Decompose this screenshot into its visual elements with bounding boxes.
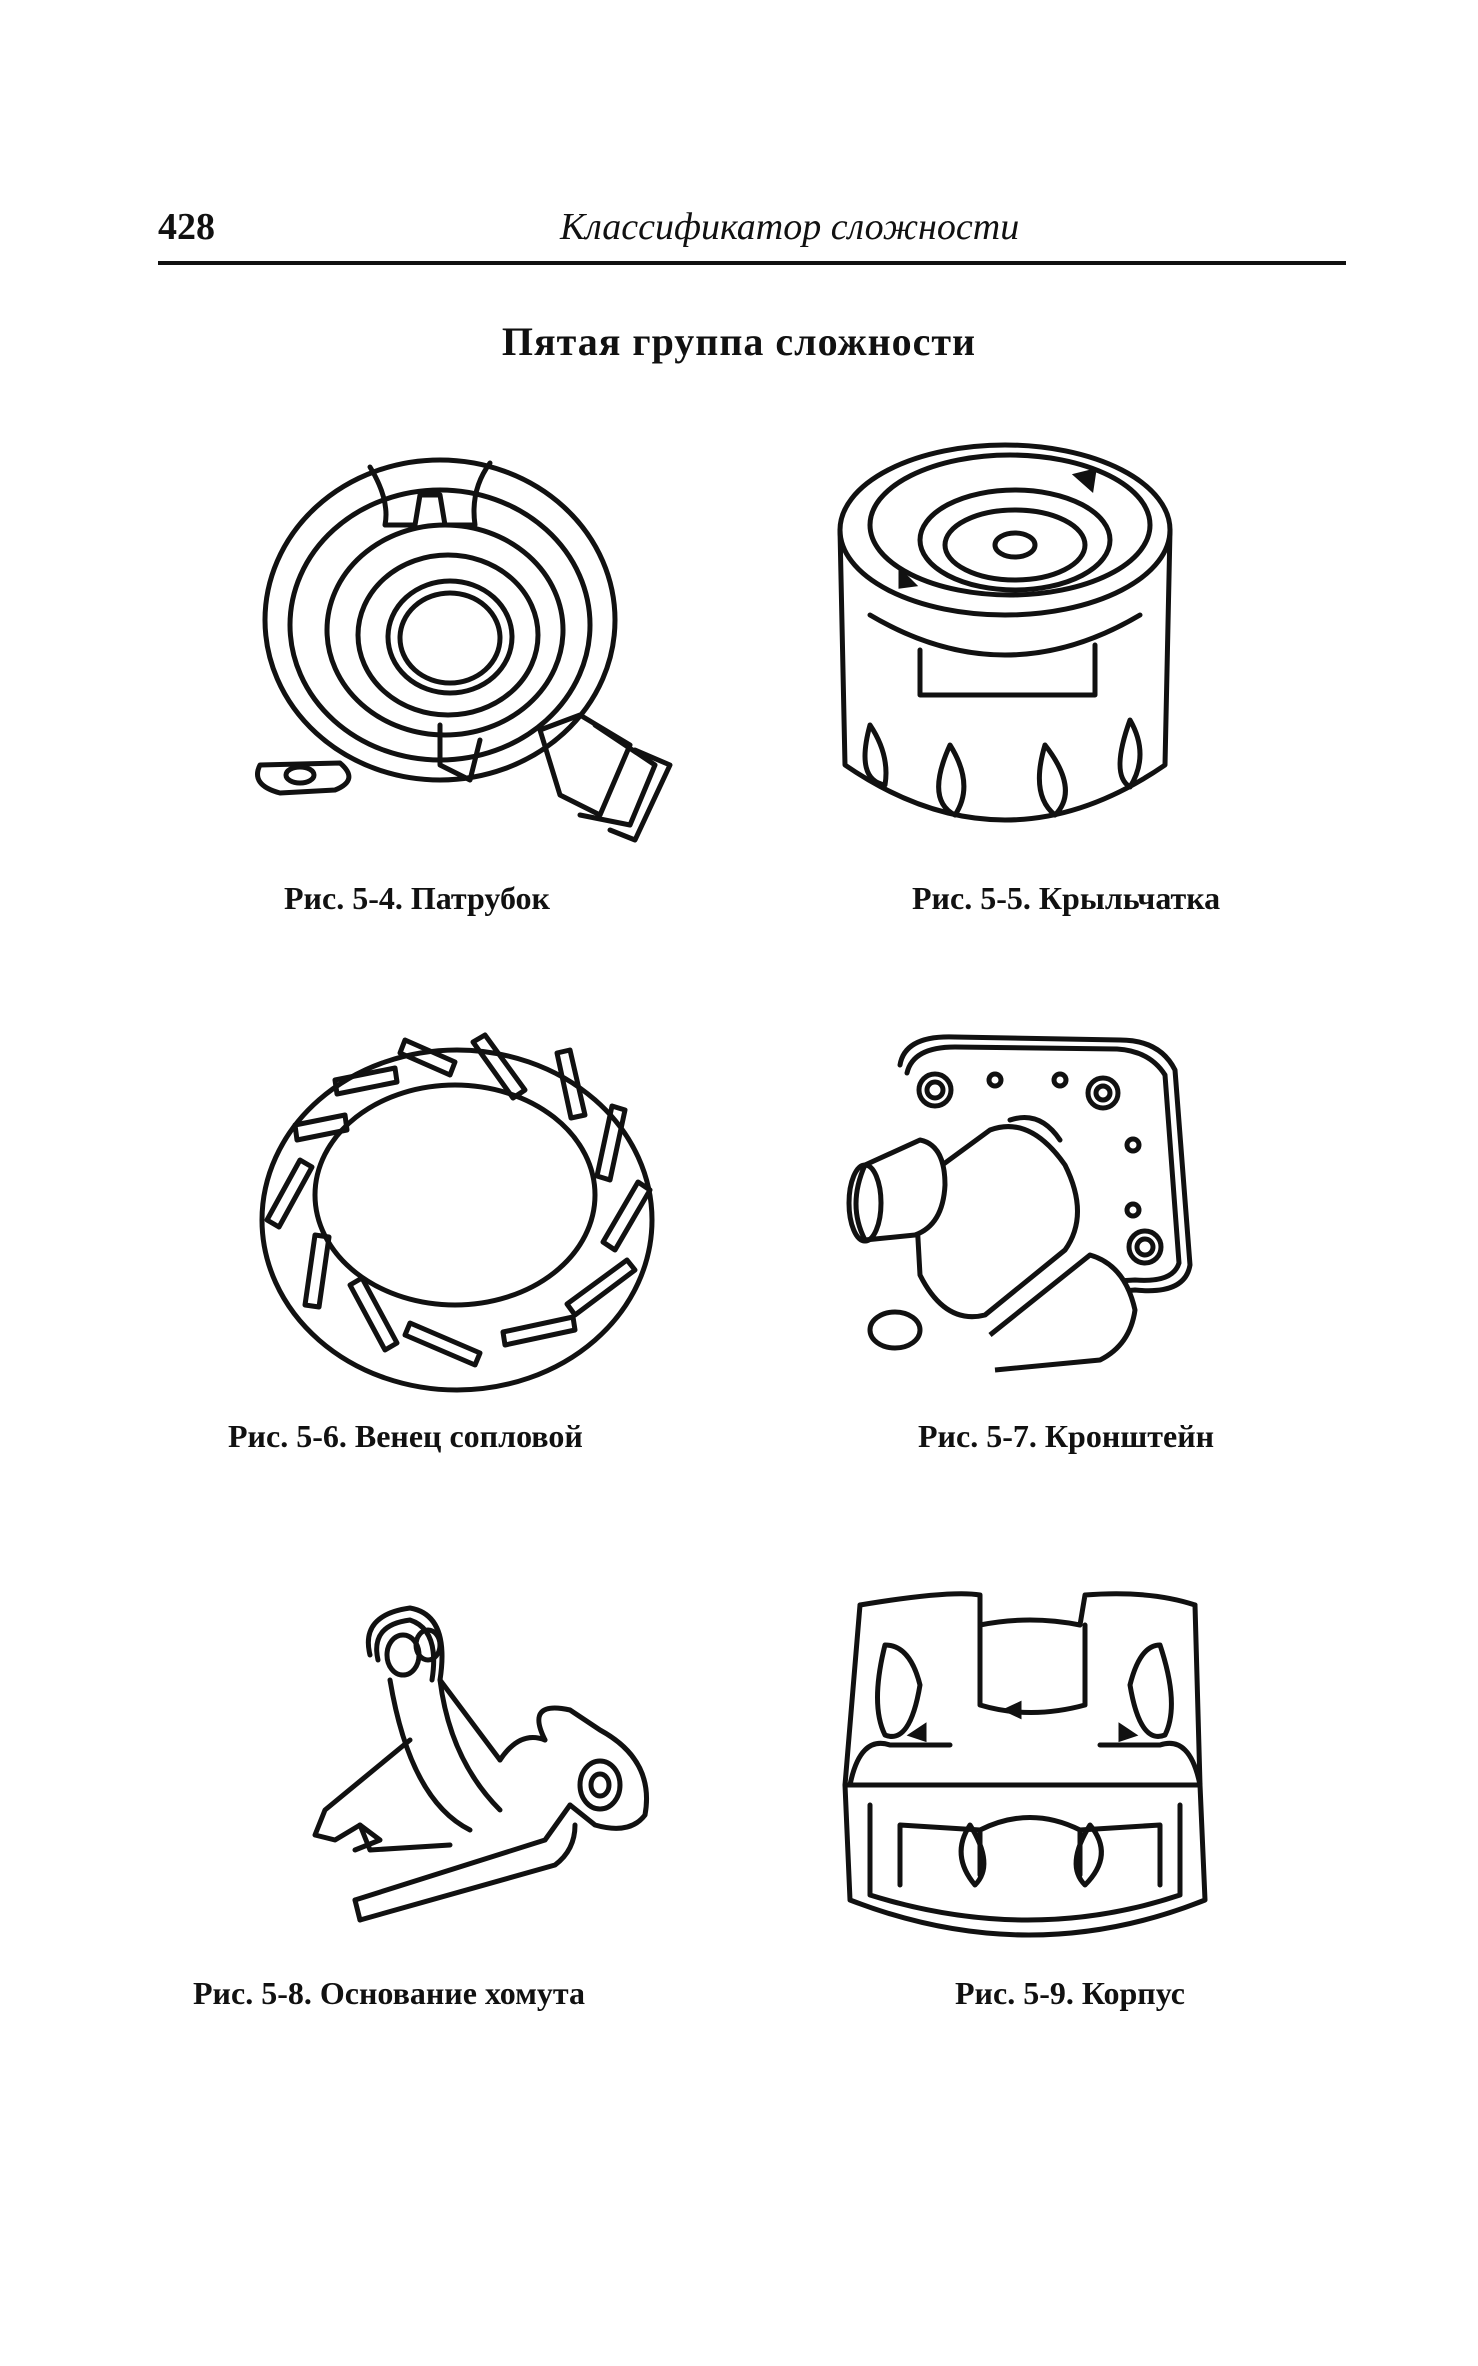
figure-5-7-caption: Рис. 5-7. Кронштейн bbox=[918, 1418, 1215, 1454]
header-rule bbox=[158, 261, 1346, 265]
figure-5-9-illustration bbox=[830, 1585, 1230, 1940]
running-title: Классификатор сложности bbox=[560, 206, 1020, 248]
figure-5-6-caption: Рис. 5-6. Венец сопловой bbox=[228, 1418, 583, 1454]
figure-5-5-caption: Рис. 5-5. Крыльчатка bbox=[912, 880, 1221, 916]
figure-5-4-illustration bbox=[240, 445, 680, 865]
figure-5-7-illustration bbox=[835, 1025, 1195, 1395]
figure-5-8-caption: Рис. 5-8. Основание хомута bbox=[193, 1975, 586, 2011]
section-title: Пятая группа сложности bbox=[501, 319, 977, 364]
figure-5-9-caption: Рис. 5-9. Корпус bbox=[955, 1975, 1185, 2011]
figure-5-6-illustration bbox=[255, 1020, 660, 1395]
page-number: 428 bbox=[158, 206, 215, 248]
figure-5-4-caption: Рис. 5-4. Патрубок bbox=[284, 880, 550, 916]
figure-5-5-illustration bbox=[830, 435, 1180, 850]
figure-5-8-illustration bbox=[300, 1600, 685, 1935]
